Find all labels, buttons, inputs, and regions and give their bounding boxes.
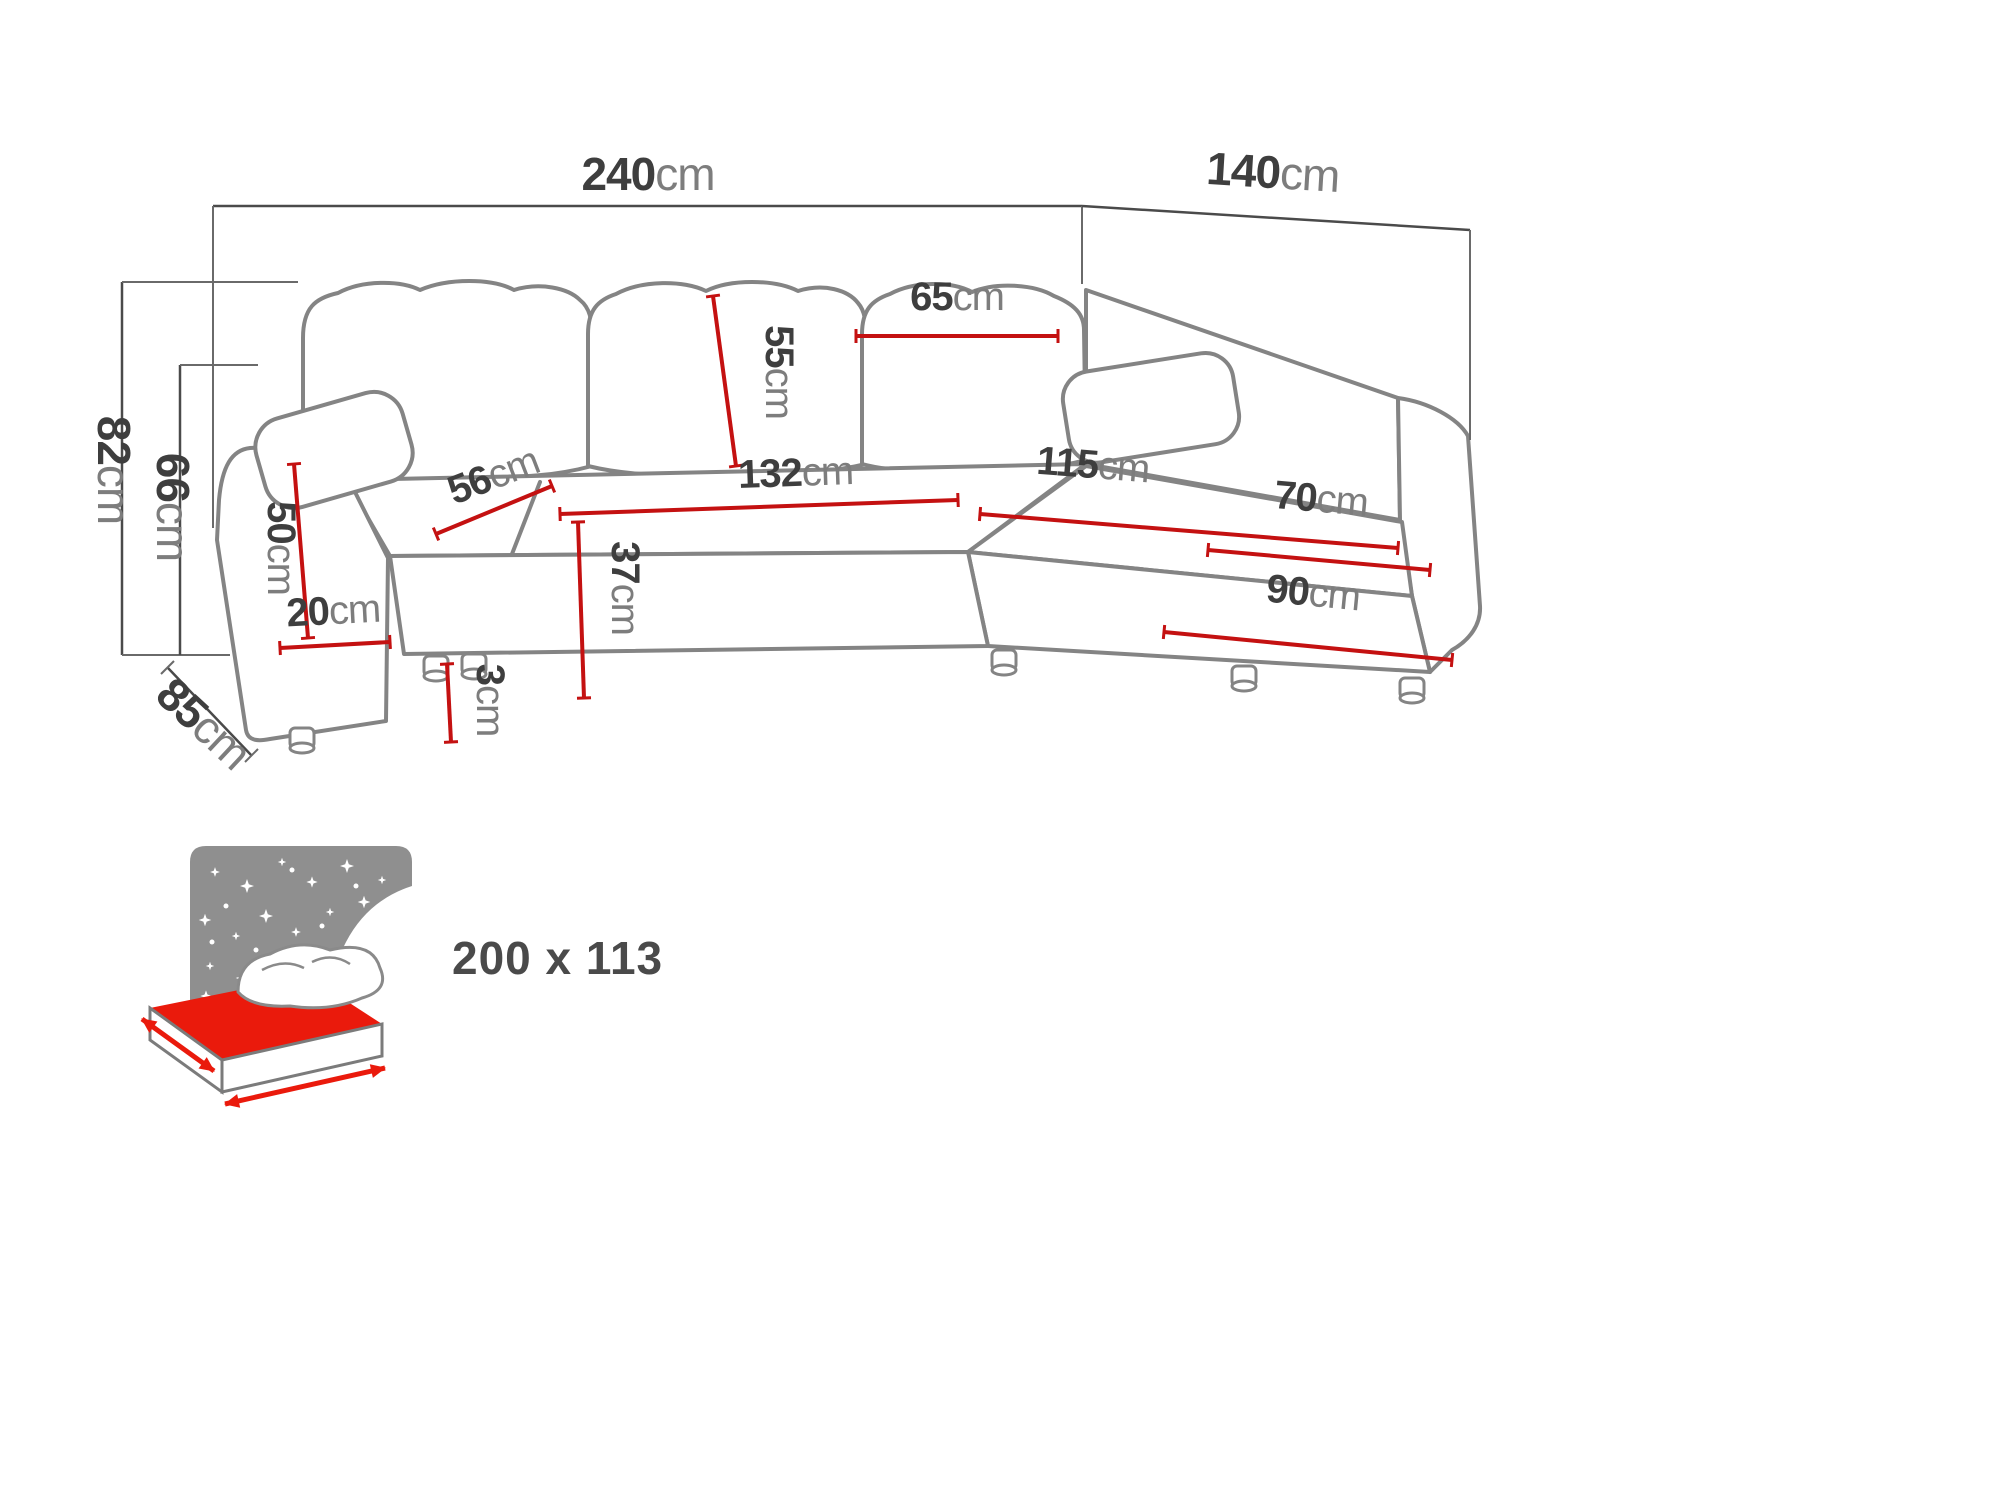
dim-chaise-seat-width-70: 70cm	[1205, 473, 1433, 578]
dim-chaise-depth-140: 140cm	[1081, 142, 1471, 440]
sofa-bed-function-icon: 200 x 113	[140, 846, 663, 1108]
dim-chaise-length-115: 115cm	[977, 439, 1401, 556]
dim-label-115cm: 115cm	[1035, 439, 1151, 492]
dim-label-240cm: 240cm	[581, 148, 714, 200]
bed-length-arrow	[224, 1064, 386, 1108]
dim-label-65cm: 65cm	[910, 275, 1004, 319]
sofa-leg	[288, 726, 316, 755]
dim-label-20cm: 20cm	[285, 587, 381, 636]
dim-chaise-front-width-90: 90cm	[1161, 567, 1455, 668]
dim-label-90cm: 90cm	[1264, 567, 1362, 620]
dim-label-3cm: 3cm	[468, 664, 512, 737]
sofa-leg	[422, 654, 450, 683]
dim-label-37cm: 37cm	[603, 541, 647, 635]
dim-label-55cm: 55cm	[757, 325, 801, 419]
dim-armrest-height-50: 50cm	[259, 461, 316, 641]
dim-backrest-height-66: 66cm	[147, 364, 258, 655]
sofa-legs	[288, 648, 1426, 755]
bed-blanket-fold	[261, 956, 351, 972]
dim-seat-height-37: 37cm	[570, 520, 647, 700]
dim-leg-height-3: 3cm	[439, 662, 512, 744]
dim-back-cushion-width-65: 65cm	[854, 275, 1060, 343]
dim-label-50cm: 50cm	[259, 501, 303, 595]
dim-label-66cm: 66cm	[147, 453, 199, 562]
sleeping-area-label: 200 x 113	[452, 932, 663, 984]
chaise-pillow	[1060, 350, 1242, 465]
dim-label-82cm: 82cm	[88, 416, 140, 525]
dim-back-cushion-height-55: 55cm	[705, 293, 801, 469]
sofa-leg	[1230, 664, 1258, 693]
sofa-leg	[990, 648, 1018, 677]
dim-label-140cm: 140cm	[1205, 142, 1341, 202]
dim-label-132cm: 132cm	[737, 449, 854, 497]
sofa-leg	[1398, 676, 1426, 705]
dim-total-width-240: 240cm	[212, 148, 1083, 528]
bed-width-arrow	[140, 1016, 216, 1074]
dim-label-70cm: 70cm	[1272, 473, 1369, 525]
dim-armrest-width-20: 20cm	[278, 587, 392, 656]
back-cushion-middle	[586, 280, 868, 478]
dim-total-height-82: 82cm	[88, 281, 298, 656]
dim-seat-width-132: 132cm	[558, 449, 960, 522]
front-panel	[388, 550, 990, 656]
